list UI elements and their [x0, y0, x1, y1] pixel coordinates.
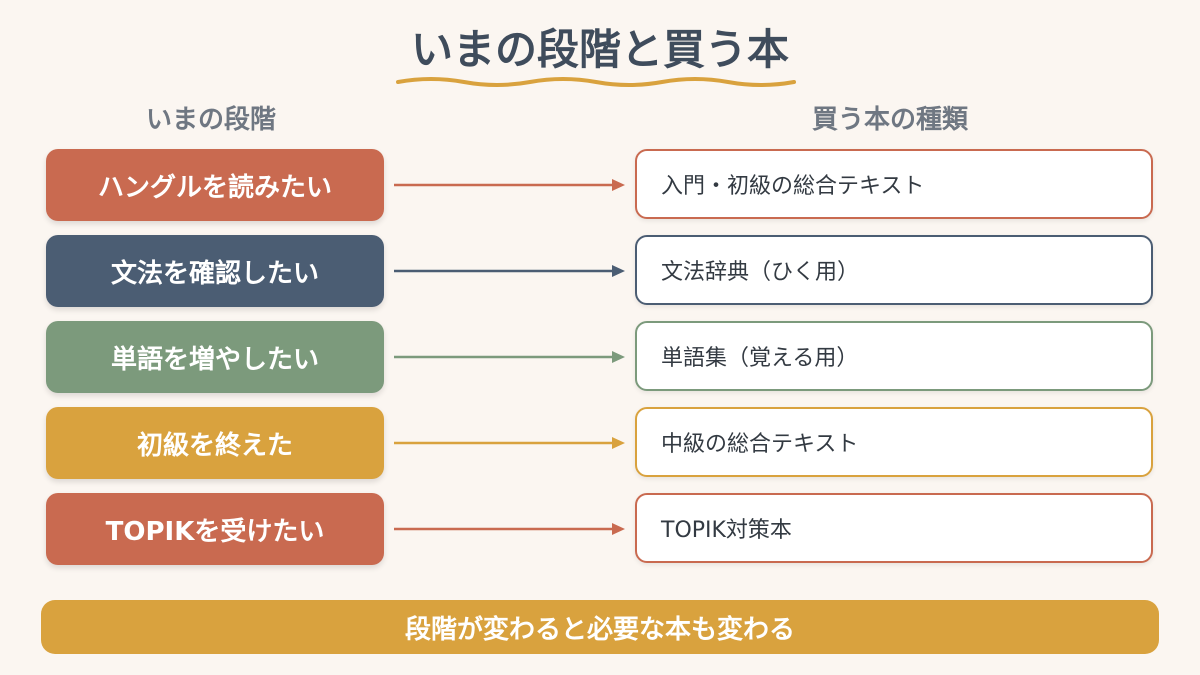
- footer-banner: 段階が変わると必要な本も変わる: [41, 600, 1159, 654]
- right-column-header: 買う本の種類: [812, 105, 969, 135]
- page-title: いまの段階と買う本: [410, 25, 789, 74]
- stage-box: 文法を確認したい: [46, 235, 384, 307]
- stage-box: ハングルを読みたい: [46, 149, 384, 221]
- arrow-icon: [394, 523, 625, 535]
- stage-box: TOPIKを受けたい: [46, 493, 384, 565]
- mapping-row: ハングルを読みたい 入門・初級の総合テキスト: [0, 149, 1200, 221]
- book-box: 入門・初級の総合テキスト: [635, 149, 1153, 219]
- mapping-row: TOPIKを受けたい TOPIK対策本: [0, 493, 1200, 565]
- book-box: 単語集（覚える用）: [635, 321, 1153, 391]
- book-box: TOPIK対策本: [635, 493, 1153, 563]
- book-box: 文法辞典（ひく用）: [635, 235, 1153, 305]
- mapping-row: 初級を終えた 中級の総合テキスト: [0, 407, 1200, 479]
- book-box: 中級の総合テキスト: [635, 407, 1153, 477]
- title-underline: [396, 77, 796, 87]
- arrow-icon: [394, 351, 625, 363]
- stage-box: 単語を増やしたい: [46, 321, 384, 393]
- left-column-header: いまの段階: [146, 105, 277, 135]
- mapping-row: 単語を増やしたい 単語集（覚える用）: [0, 321, 1200, 393]
- stage-box: 初級を終えた: [46, 407, 384, 479]
- mapping-row: 文法を確認したい 文法辞典（ひく用）: [0, 235, 1200, 307]
- arrow-icon: [394, 179, 625, 191]
- arrow-icon: [394, 437, 625, 449]
- arrow-icon: [394, 265, 625, 277]
